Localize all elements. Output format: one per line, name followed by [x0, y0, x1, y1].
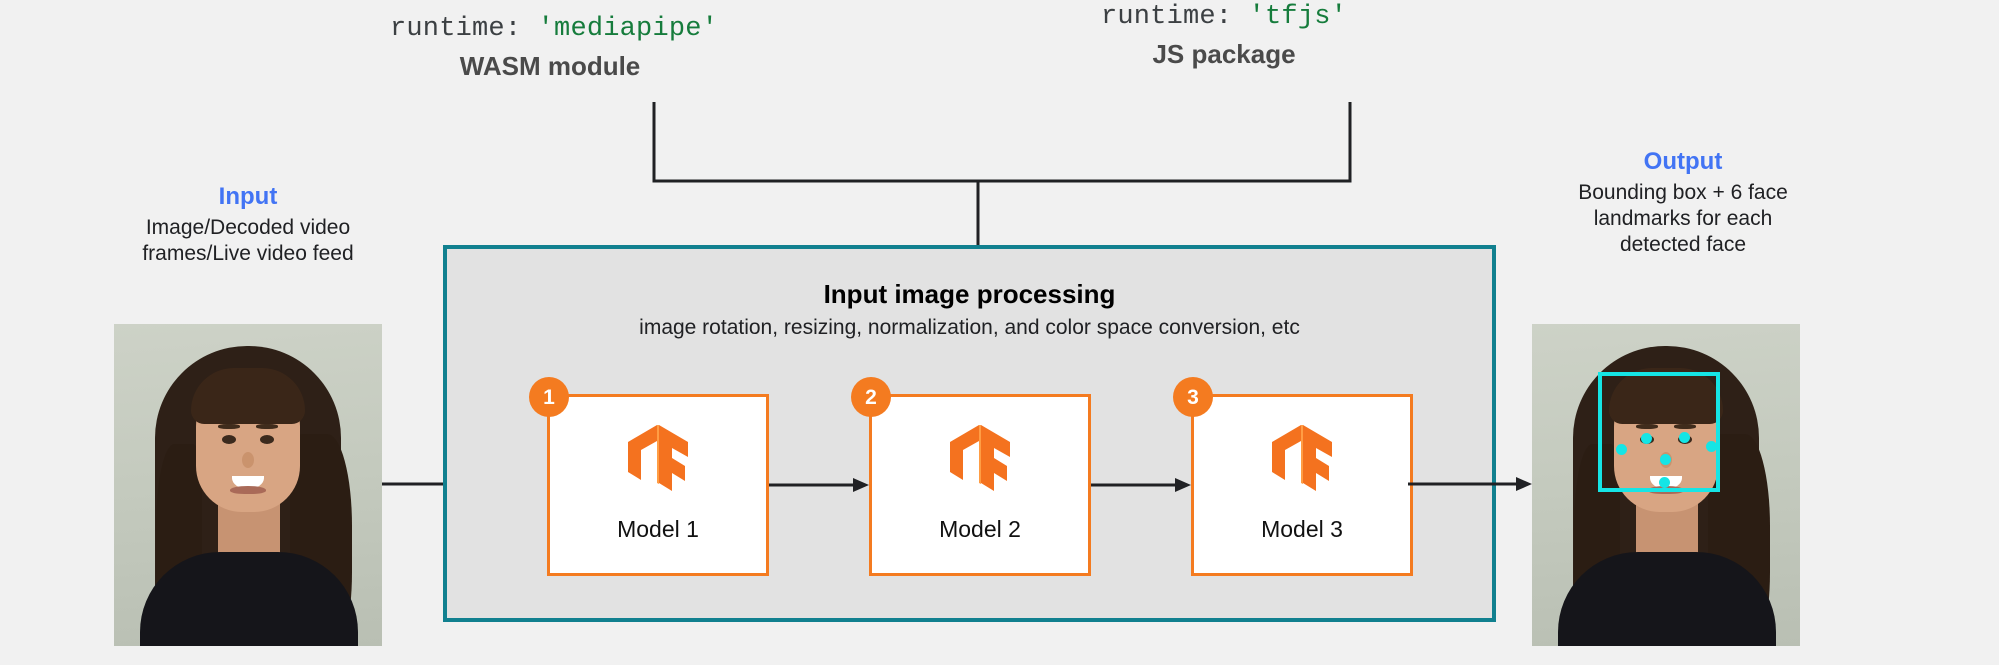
input-image-processing-panel: Input image processing image rotation, r… — [443, 245, 1496, 622]
face-landmark-left-ear — [1616, 444, 1627, 455]
runtime-mediapipe-key: runtime: — [390, 14, 522, 44]
face-landmark-mouth — [1659, 477, 1670, 488]
processing-subtitle: image rotation, resizing, normalization,… — [639, 316, 1300, 339]
output-caption: Output Bounding box + 6 face landmarks f… — [1538, 148, 1828, 258]
runtime-tfjs-subtitle: JS package — [1152, 39, 1296, 69]
runtime-mediapipe-code: runtime: 'mediapipe' — [390, 14, 718, 44]
input-caption: Input Image/Decoded video frames/Live vi… — [118, 183, 378, 267]
input-portrait — [114, 324, 382, 646]
output-description-line-1: Bounding box + 6 face — [1578, 181, 1788, 204]
model-card-1[interactable]: Model 1 — [547, 394, 769, 576]
model-3-badge: 3 — [1173, 377, 1213, 417]
output-title: Output — [1643, 148, 1723, 175]
face-landmark-right-eye — [1679, 432, 1690, 443]
input-photo — [114, 324, 382, 646]
runtime-bracket-connector — [652, 102, 1352, 250]
tensorflow-logo-icon — [950, 425, 1010, 491]
model-2-badge: 2 — [851, 377, 891, 417]
processing-title: Input image processing — [823, 279, 1116, 309]
model-card-2[interactable]: Model 2 — [869, 394, 1091, 576]
model-3-label: Model 3 — [1261, 516, 1343, 542]
arrow-model1-to-model2 — [769, 478, 869, 492]
runtime-option-mediapipe: runtime: 'mediapipe' WASM module — [390, 14, 718, 82]
face-landmark-left-eye — [1641, 433, 1652, 444]
runtime-mediapipe-subtitle: WASM module — [459, 51, 641, 81]
output-photo — [1532, 324, 1800, 646]
model-1-badge: 1 — [529, 377, 569, 417]
runtime-tfjs-key: runtime: — [1100, 2, 1233, 32]
input-title: Input — [218, 183, 278, 210]
input-description-line-2: frames/Live video feed — [142, 242, 354, 266]
model-card-3[interactable]: Model 3 — [1191, 394, 1413, 576]
runtime-option-tfjs: runtime: 'tfjs' JS package — [1064, 2, 1384, 70]
tensorflow-logo-icon — [628, 425, 688, 491]
model-1-label: Model 1 — [617, 516, 699, 542]
face-landmark-right-ear — [1706, 441, 1717, 452]
arrow-model2-to-model3 — [1091, 478, 1191, 492]
runtime-tfjs-value: 'tfjs' — [1248, 2, 1348, 32]
tensorflow-logo-icon — [1272, 425, 1332, 491]
runtime-mediapipe-value: 'mediapipe' — [537, 14, 719, 44]
output-description-line-2: landmarks for each — [1593, 207, 1773, 231]
model-2-label: Model 2 — [939, 516, 1021, 542]
face-landmark-nose — [1660, 454, 1671, 465]
input-description-line-1: Image/Decoded video — [145, 216, 351, 239]
runtime-tfjs-code: runtime: 'tfjs' — [1064, 2, 1384, 32]
output-portrait — [1532, 324, 1800, 646]
face-bounding-box — [1598, 372, 1720, 492]
output-description-line-3: detected face — [1619, 233, 1747, 257]
